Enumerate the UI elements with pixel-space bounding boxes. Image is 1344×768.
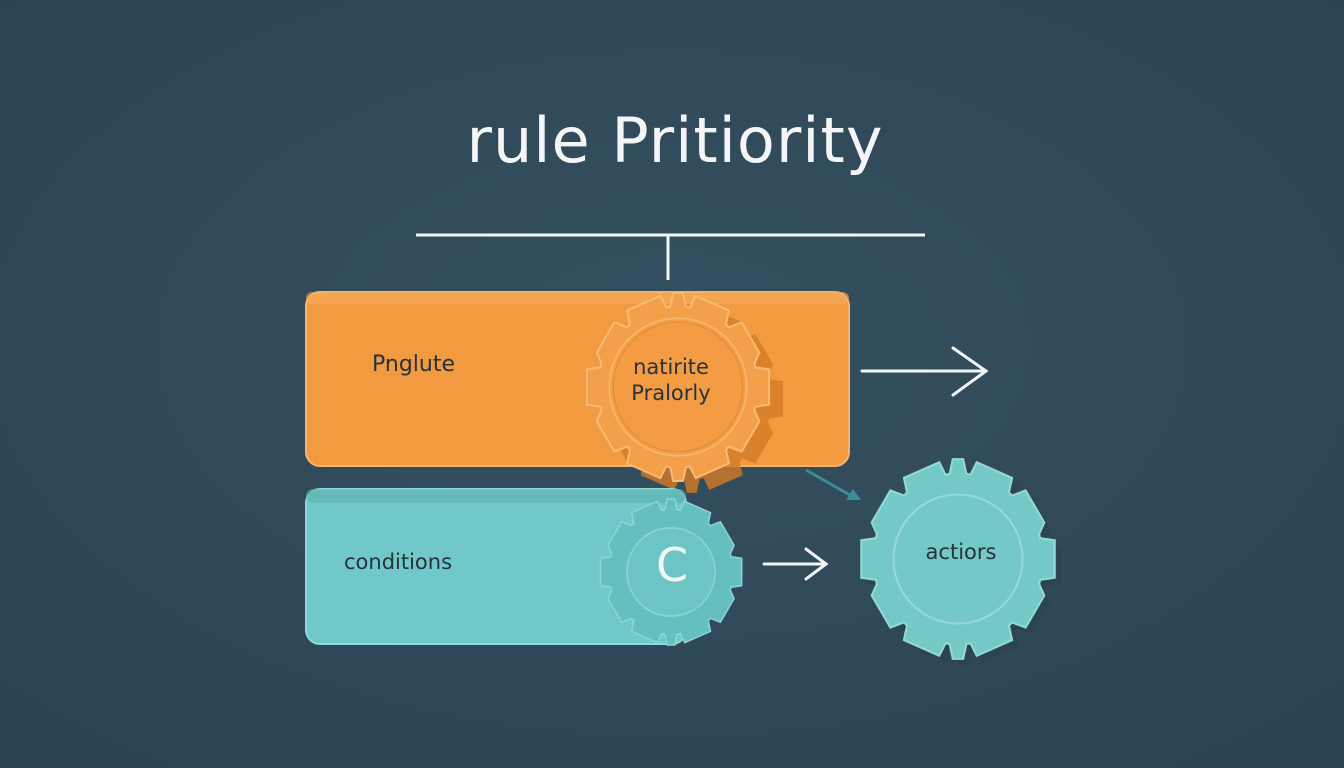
actions-gear-label: actiors xyxy=(925,540,997,564)
diagonal-connector xyxy=(805,468,861,500)
arrow-right-icon xyxy=(762,547,829,581)
priority-gear-label-line2: Pralorly xyxy=(631,381,711,405)
top-connector xyxy=(416,233,925,280)
primary-rule-label: Pnglute xyxy=(372,352,456,377)
priority-gear-icon xyxy=(585,291,783,493)
arrow-right-icon xyxy=(860,346,989,397)
conditions-gear-glyph: C xyxy=(655,538,689,592)
priority-gear-label: natirite Pralorly xyxy=(606,354,736,406)
actions-gear-icon xyxy=(860,458,1061,666)
conditions-label: conditions xyxy=(344,550,453,574)
conditions-gear-icon xyxy=(599,498,743,646)
priority-gear-label-line1: natirite xyxy=(633,355,709,379)
diagram-title: rule Pritiority xyxy=(466,104,884,177)
